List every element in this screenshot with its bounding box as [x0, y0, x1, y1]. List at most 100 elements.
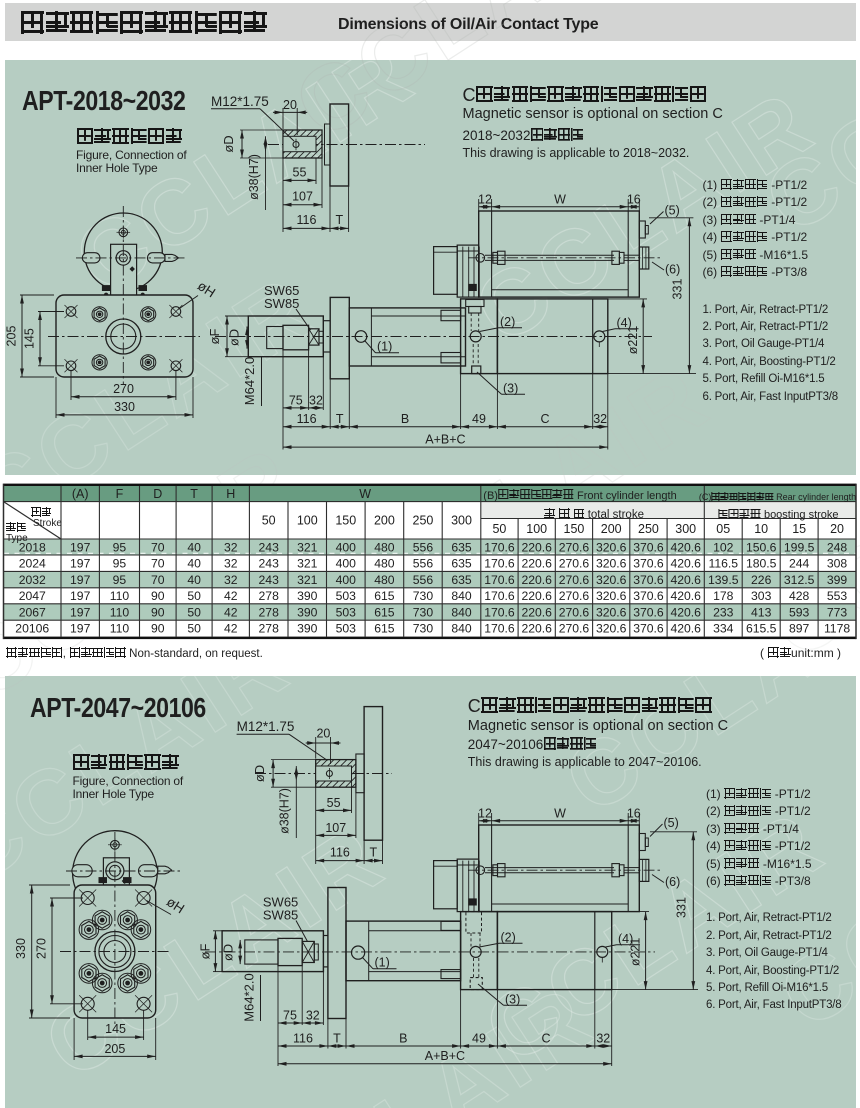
svg-text:420.6: 420.6 — [670, 605, 701, 619]
svg-text:100: 100 — [526, 522, 547, 536]
svg-text:170.6: 170.6 — [484, 540, 515, 554]
svg-text:95: 95 — [113, 540, 127, 554]
svg-text:15: 15 — [792, 522, 806, 536]
svg-text:399: 399 — [827, 573, 848, 587]
svg-text:197: 197 — [70, 540, 91, 554]
svg-text:øD: øD — [227, 329, 242, 346]
svg-text:(4): (4) — [618, 932, 633, 946]
svg-text:300: 300 — [451, 514, 472, 528]
svg-text:840: 840 — [451, 605, 472, 619]
svg-text:95: 95 — [113, 573, 127, 587]
svg-text:420.6: 420.6 — [670, 573, 701, 587]
svg-text:32: 32 — [306, 1008, 320, 1022]
svg-text:331: 331 — [674, 897, 688, 918]
svg-text:220.6: 220.6 — [521, 557, 552, 571]
svg-text:320.6: 320.6 — [596, 557, 627, 571]
svg-text:370.6: 370.6 — [633, 622, 664, 636]
svg-text:635: 635 — [451, 573, 472, 587]
svg-text:615.5: 615.5 — [746, 622, 777, 636]
svg-text:B: B — [399, 1032, 407, 1046]
svg-text:W: W — [554, 193, 566, 207]
svg-text:40: 40 — [187, 573, 201, 587]
svg-text:278: 278 — [259, 589, 280, 603]
svg-text:308: 308 — [827, 557, 848, 571]
svg-text:16: 16 — [627, 807, 641, 821]
svg-text:170.6: 170.6 — [484, 573, 515, 587]
svg-text:197: 197 — [70, 622, 91, 636]
svg-text:428: 428 — [789, 589, 810, 603]
svg-text:øD: øD — [221, 135, 236, 152]
svg-text:503: 503 — [336, 589, 357, 603]
svg-text:(6): (6) — [665, 875, 680, 889]
svg-text:32: 32 — [224, 540, 238, 554]
svg-text:180.5: 180.5 — [746, 557, 777, 571]
svg-text:M12*1.75: M12*1.75 — [211, 94, 269, 109]
svg-text:20: 20 — [283, 98, 297, 112]
svg-text:278: 278 — [259, 622, 280, 636]
svg-text:200: 200 — [601, 522, 622, 536]
svg-text:220.6: 220.6 — [521, 589, 552, 603]
svg-text:170.6: 170.6 — [484, 622, 515, 636]
svg-text:D: D — [153, 487, 162, 501]
svg-text:553: 553 — [827, 589, 848, 603]
svg-text:116: 116 — [297, 412, 317, 426]
svg-text:B: B — [401, 412, 409, 426]
svg-text:42: 42 — [224, 589, 238, 603]
svg-text:503: 503 — [336, 622, 357, 636]
svg-text:05: 05 — [716, 522, 730, 536]
svg-text:145: 145 — [105, 1022, 126, 1036]
svg-text:370.6: 370.6 — [633, 589, 664, 603]
svg-text:2047: 2047 — [19, 589, 46, 603]
svg-text:øD: øD — [252, 765, 267, 782]
svg-text:SW85: SW85 — [263, 908, 298, 923]
svg-text:øD: øD — [221, 944, 236, 961]
svg-text:370.6: 370.6 — [633, 573, 664, 587]
svg-text:2024: 2024 — [19, 557, 46, 571]
svg-text:330: 330 — [114, 400, 135, 414]
svg-text:270.6: 270.6 — [559, 622, 590, 636]
svg-text:110: 110 — [110, 605, 130, 619]
svg-text:420.6: 420.6 — [670, 622, 701, 636]
svg-text:278: 278 — [259, 605, 280, 619]
svg-text:(3): (3) — [503, 382, 518, 396]
svg-text:730: 730 — [413, 622, 434, 636]
svg-text:øF: øF — [207, 329, 222, 345]
svg-text:205: 205 — [5, 326, 19, 347]
svg-text:ø38(H7): ø38(H7) — [247, 154, 261, 200]
svg-text:40: 40 — [187, 557, 201, 571]
svg-text:95: 95 — [113, 557, 127, 571]
svg-text:390: 390 — [297, 605, 318, 619]
svg-text:(6): (6) — [665, 263, 680, 277]
svg-text:F: F — [116, 487, 124, 501]
svg-text:50: 50 — [492, 522, 506, 536]
svg-text:M64*2.0: M64*2.0 — [242, 357, 257, 405]
svg-text:270.6: 270.6 — [559, 605, 590, 619]
svg-text:50: 50 — [187, 589, 201, 603]
svg-text:420.6: 420.6 — [670, 589, 701, 603]
svg-text:334: 334 — [713, 622, 734, 636]
svg-text:413: 413 — [751, 605, 772, 619]
svg-text:330: 330 — [14, 938, 28, 959]
svg-text:320.6: 320.6 — [596, 605, 627, 619]
svg-text:110: 110 — [110, 622, 130, 636]
svg-text:T: T — [335, 213, 343, 227]
svg-text:32: 32 — [309, 393, 323, 407]
svg-text:55: 55 — [327, 796, 341, 810]
svg-text:SW85: SW85 — [264, 296, 299, 311]
svg-text:615: 615 — [374, 622, 395, 636]
svg-text:370.6: 370.6 — [633, 605, 664, 619]
svg-text:50: 50 — [187, 622, 201, 636]
svg-text:243: 243 — [259, 540, 280, 554]
svg-text:370.6: 370.6 — [633, 557, 664, 571]
svg-text:75: 75 — [289, 393, 303, 407]
svg-text:615: 615 — [374, 589, 395, 603]
svg-text:897: 897 — [789, 622, 810, 636]
svg-text:T: T — [190, 487, 198, 501]
svg-text:593: 593 — [789, 605, 810, 619]
svg-text:116: 116 — [293, 1032, 313, 1046]
svg-text:SW65: SW65 — [264, 283, 299, 298]
svg-text:32: 32 — [224, 573, 238, 587]
svg-text:270.6: 270.6 — [559, 589, 590, 603]
svg-text:270.6: 270.6 — [559, 573, 590, 587]
svg-text:70: 70 — [151, 557, 165, 571]
